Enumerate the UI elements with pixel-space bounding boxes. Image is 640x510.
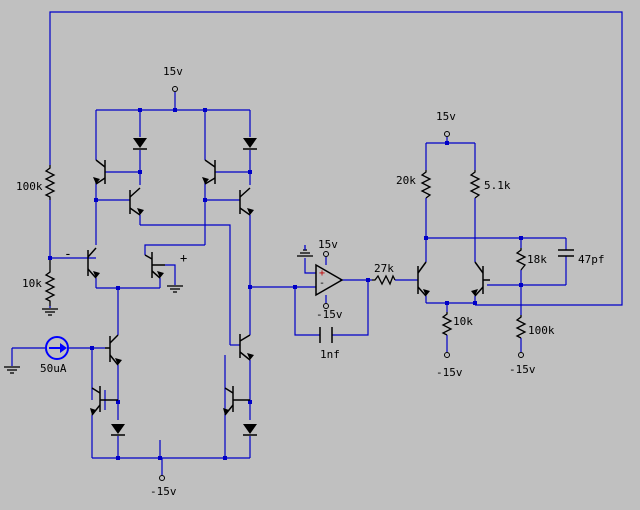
- label-opamp-vcc: 15v: [318, 238, 338, 251]
- diode-d2: [243, 138, 257, 150]
- wire-cap-left: [294, 287, 320, 336]
- diode-d4: [243, 424, 257, 436]
- transistor-q3-symbol: [204, 159, 216, 185]
- transistor-q4-symbol: [239, 187, 251, 216]
- diode-d1: [133, 138, 147, 150]
- wire-q6-collector: [144, 244, 205, 255]
- terminal-vee-main: [159, 475, 165, 481]
- transistor-q12-symbol: [474, 261, 490, 297]
- transistor-q1-symbol: [95, 159, 106, 185]
- labels: 15v -15v 15v 15v -15v -15v -15v 100k 10k…: [16, 65, 605, 498]
- resistor-100k-output: [515, 315, 527, 339]
- label-plus-input: +: [180, 251, 187, 265]
- ground-symbol-opamp: [297, 245, 313, 257]
- current-source-50ua: [45, 336, 69, 360]
- label-minus-input: -: [64, 247, 72, 262]
- label-r-5k1: 5.1k: [484, 179, 511, 192]
- label-r-20k: 20k: [396, 174, 416, 187]
- label-opamp-vee: -15v: [316, 308, 343, 321]
- resistors: [44, 165, 527, 339]
- supply-terminals: [159, 86, 524, 481]
- transistor-q10-symbol: [224, 386, 250, 416]
- terminal-vee-right-b: [518, 352, 524, 358]
- terminal-vcc-main: [172, 86, 178, 92]
- resistor-5k1: [469, 170, 481, 199]
- transistors: [87, 159, 490, 416]
- junction-dots: [48, 108, 523, 460]
- transistor-q11-symbol: [417, 261, 427, 297]
- terminal-opamp-vcc: [323, 251, 329, 257]
- label-vee-right-a: -15v: [436, 366, 463, 379]
- diodes: [111, 138, 257, 436]
- opamp-symbol: - +: [315, 263, 344, 297]
- label-r-series: 27k: [374, 262, 394, 275]
- transistor-q2-symbol: [129, 187, 141, 216]
- ground-symbol-left-divider: [42, 306, 58, 316]
- transistor-q7-symbol: [105, 334, 119, 366]
- transistor-q5-symbol: [87, 247, 97, 279]
- wire-q2-to-right: [140, 224, 231, 345]
- ground-symbol-source: [4, 366, 20, 374]
- wire-q6-base: [165, 264, 176, 285]
- wire-cap-right: [332, 280, 369, 336]
- feedback-wire: [49, 11, 623, 306]
- capacitor-1nf: [319, 327, 333, 343]
- resistor-10k-emitter: [441, 312, 453, 336]
- terminal-opamp-vee: [323, 303, 329, 309]
- label-i-source: 50uA: [40, 362, 67, 375]
- capacitors: [319, 249, 574, 343]
- label-r-18k: 18k: [527, 253, 547, 266]
- label-vcc-main: 15v: [163, 65, 183, 78]
- resistor-10k-ground: [44, 260, 56, 306]
- terminal-vcc-right: [444, 131, 450, 137]
- opamp-plus-sign: +: [319, 268, 325, 279]
- resistor-100k-feedback: [44, 165, 56, 200]
- label-vcc-right: 15v: [436, 110, 456, 123]
- opamp-minus-sign: -: [319, 278, 325, 289]
- wire-opamp-gnd: [304, 258, 316, 274]
- resistor-27k: [372, 274, 396, 286]
- ground-symbols: [4, 245, 313, 374]
- terminal-vee-right-a: [444, 352, 450, 358]
- label-r-feedback: 100k: [16, 180, 43, 193]
- transistor-q6-symbol: [144, 252, 165, 279]
- label-c-comp: 1nf: [320, 348, 340, 361]
- resistor-20k: [420, 170, 432, 199]
- ground-symbol-q6-base: [167, 285, 183, 293]
- label-r-ground: 10k: [22, 277, 42, 290]
- label-r-100k-output: 100k: [528, 324, 555, 337]
- label-vee-right-b: -15v: [509, 363, 536, 376]
- transistor-q9-symbol: [239, 334, 251, 361]
- label-r-10k-emitter: 10k: [453, 315, 473, 328]
- label-vee-main: -15v: [150, 485, 177, 498]
- resistor-18k: [515, 248, 527, 271]
- capacitor-47pf: [558, 249, 574, 257]
- label-c-47pf: 47pf: [578, 253, 605, 266]
- emitter-arrows: [90, 177, 478, 415]
- wires: [11, 11, 623, 475]
- diode-d3: [111, 424, 125, 436]
